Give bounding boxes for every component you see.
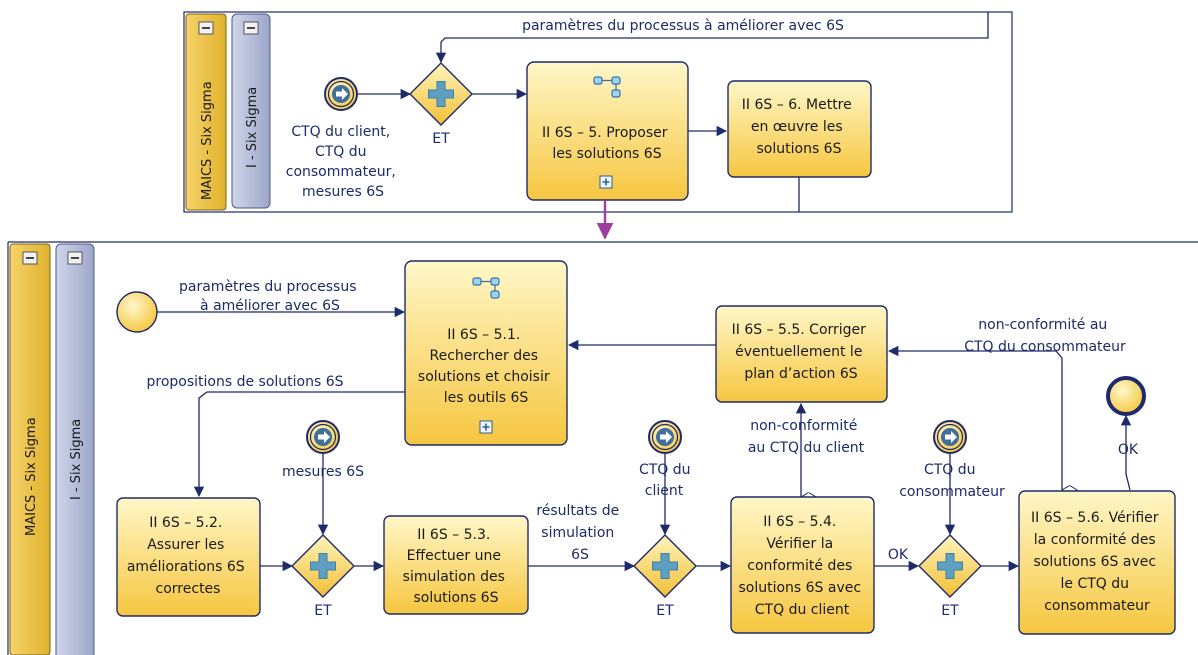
start-arrow-icon xyxy=(332,85,350,103)
intermediate-arrow-icon xyxy=(314,428,332,446)
svg-text:II 6S – 5.2. Assurer les: II 6S – 5.2. Assurer les améliorations 6… xyxy=(127,515,249,597)
top-incoming-flow[interactable] xyxy=(435,12,989,64)
bottom-lane-collapse-icon[interactable] xyxy=(67,251,83,265)
flow-ok-label: OK xyxy=(888,547,909,563)
intermediate-arrow-icon xyxy=(941,428,959,446)
expand-subprocess-icon[interactable] xyxy=(599,175,613,189)
top-incoming-flow-label: paramètres du processus à améliorer avec… xyxy=(522,18,844,34)
event-ctq-consumer-label: CTQ du consommateur xyxy=(899,462,1005,500)
top-lane-label: I - Six Sigma xyxy=(245,87,260,168)
top-pool-header[interactable] xyxy=(185,13,227,211)
intermediate-arrow-icon xyxy=(656,428,674,446)
flow-nc-client-label: non-conformité au CTQ du client xyxy=(748,418,865,456)
svg-text:II 6S – 5. Proposer les: II 6S – 5. Proposer les solutions 6S xyxy=(542,125,672,162)
gateway-2-label: ET xyxy=(656,603,674,619)
bottom-pool-collapse-icon[interactable] xyxy=(22,251,38,265)
svg-text:II 6S – 5.5. Corriger év: II 6S – 5.5. Corriger éventuellement le … xyxy=(732,322,871,382)
bottom-lane-label: I - Six Sigma xyxy=(69,419,84,500)
event-ctq-client-label: CTQ du client xyxy=(639,462,695,499)
flow-nc-consumer-label: non-conformité au CTQ du consommateur xyxy=(964,317,1126,355)
svg-text:II 6S – 5.1. Rechercher: II 6S – 5.1. Rechercher des solutions et… xyxy=(418,327,554,406)
flow-sim-label: résultats de simulation 6S xyxy=(536,503,623,563)
gateway-1-label: ET xyxy=(314,603,332,619)
gateway-3-label: ET xyxy=(941,603,959,619)
top-start-label: CTQ du client, CTQ du consommateur, mesu… xyxy=(286,124,400,200)
bottom-pool: MAICS - Six Sigma I - Six Sigma paramètr… xyxy=(7,241,1198,655)
top-gateway-label: ET xyxy=(432,131,450,147)
expand-subprocess-icon[interactable] xyxy=(479,420,493,434)
flow-nc-consumer[interactable] xyxy=(889,351,1062,490)
top-pool-border xyxy=(183,11,1013,213)
flow-ok-to-end[interactable] xyxy=(1120,414,1132,491)
flow-ok-end-label: OK xyxy=(1118,442,1139,458)
bottom-pool-header[interactable] xyxy=(9,243,51,655)
flow-proposals[interactable] xyxy=(193,391,405,498)
svg-text:II 6S – 5.4. Vérifier la: II 6S – 5.4. Vérifier la conformité des … xyxy=(738,514,865,618)
bottom-lane-header[interactable] xyxy=(55,243,95,655)
bottom-start-event[interactable] xyxy=(116,291,158,333)
task-5-5-correct-action-plan[interactable] xyxy=(715,305,888,403)
top-pool: MAICS - Six Sigma I - Six Sigma paramètr… xyxy=(183,11,1013,213)
top-pool-label: MAICS - Six Sigma xyxy=(200,81,215,200)
svg-text:II 6S – 6. Mettre en œuv: II 6S – 6. Mettre en œuvre les solutions… xyxy=(742,97,856,157)
task-5-3-simulate-solutions[interactable] xyxy=(383,515,529,615)
task-5-4-verify-client-ctq[interactable] xyxy=(730,496,875,634)
task-5-6-verify-consumer-ctq[interactable] xyxy=(1018,490,1176,635)
bottom-pool-border xyxy=(7,241,1198,655)
svg-text:II 6S – 5.6. Vérifier la: II 6S – 5.6. Vérifier la conformité des … xyxy=(1031,510,1163,614)
svg-text:II 6S – 5.3. Effectuer u: II 6S – 5.3. Effectuer une simulation de… xyxy=(403,527,510,606)
task-5-1-search-solutions[interactable] xyxy=(404,260,568,446)
end-event[interactable] xyxy=(1106,376,1146,416)
top-lane-header[interactable] xyxy=(231,13,271,209)
bottom-pool-label: MAICS - Six Sigma xyxy=(24,417,39,536)
flow-proposals-label: propositions de solutions 6S xyxy=(146,374,343,390)
top-pool-collapse-icon[interactable] xyxy=(198,21,214,35)
start-flow-label: paramètres du processus à améliorer avec… xyxy=(179,279,361,314)
task-5-2-ensure-improvements[interactable] xyxy=(116,497,261,617)
top-lane-collapse-icon[interactable] xyxy=(243,21,259,35)
